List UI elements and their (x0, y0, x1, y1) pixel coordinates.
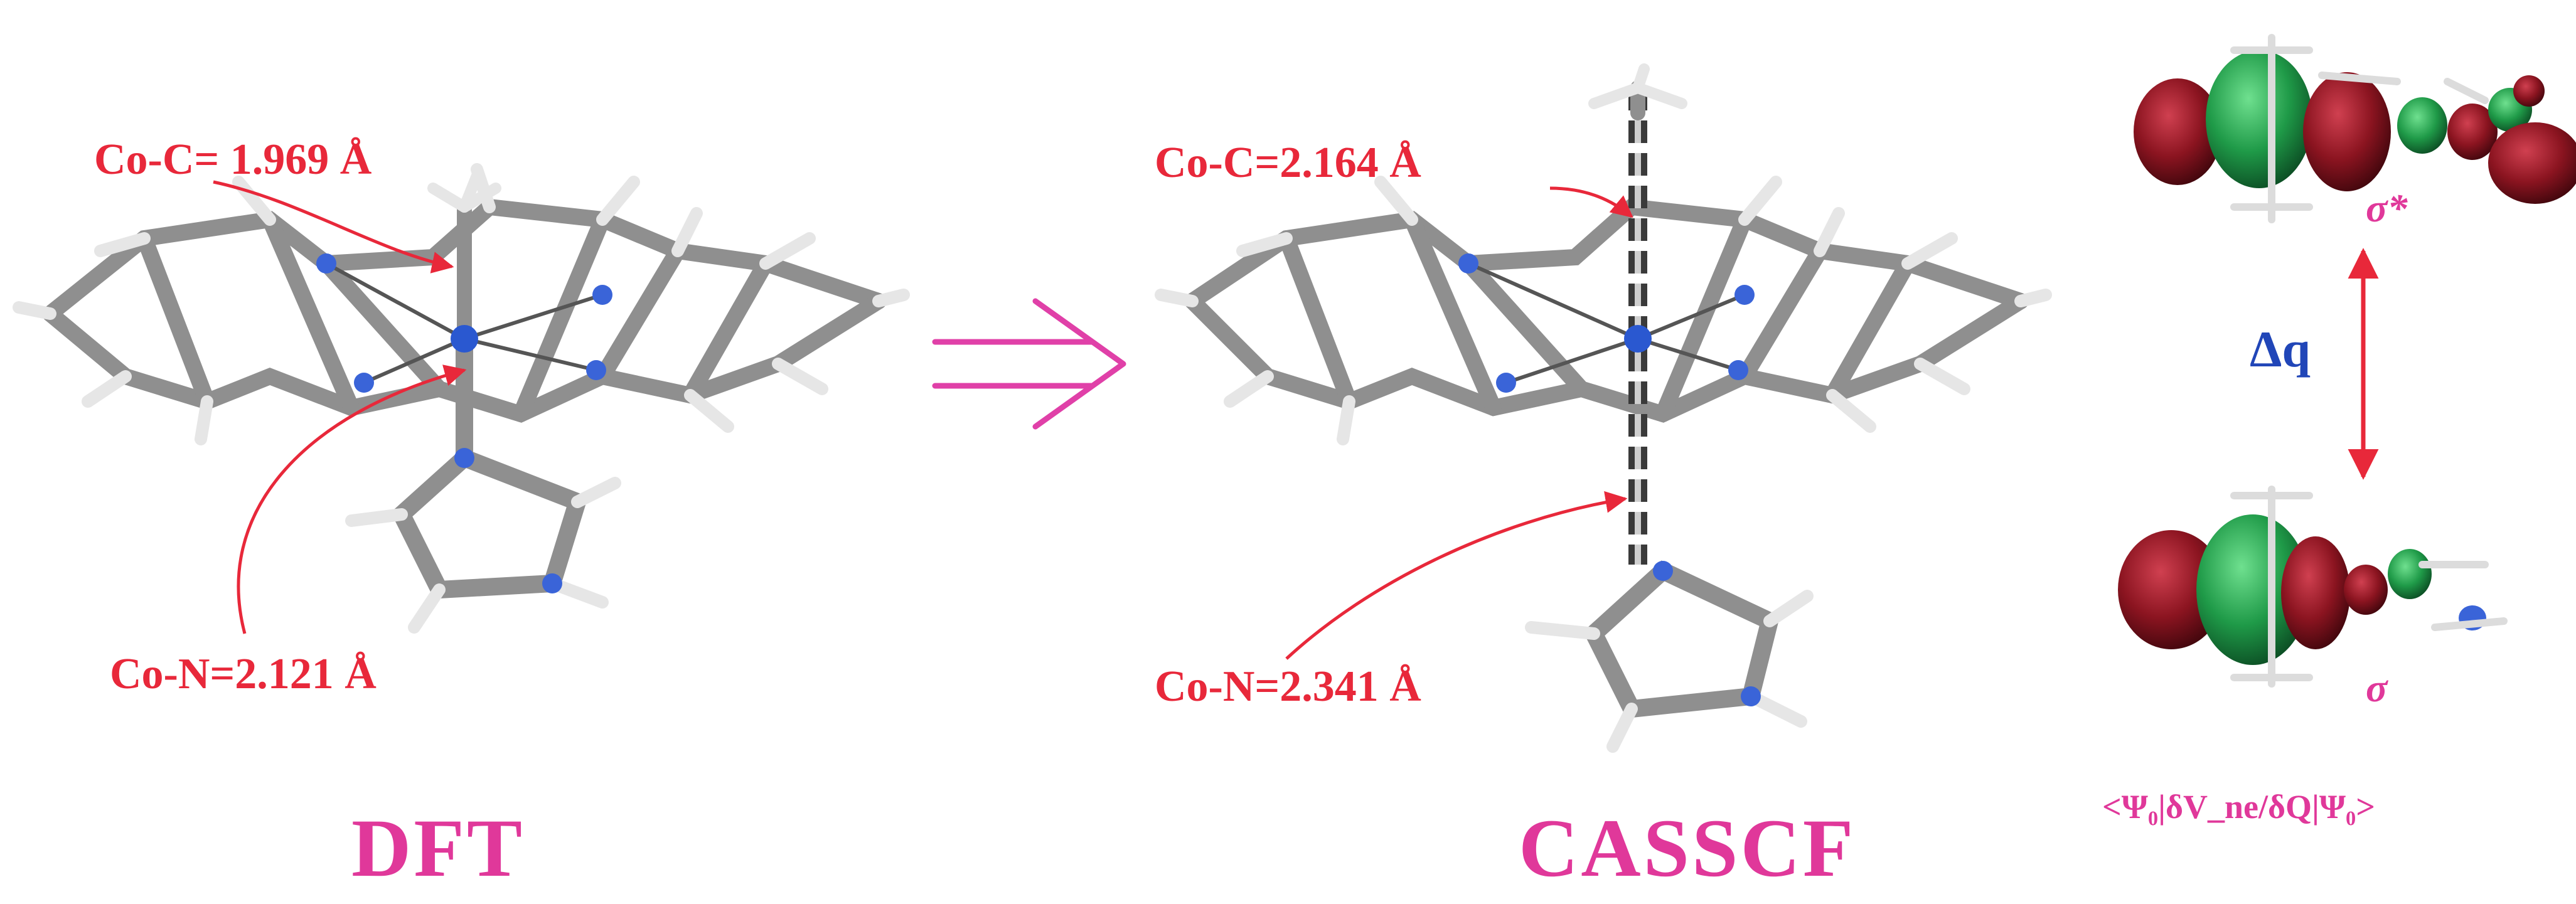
sigma-label: σ (2366, 666, 2388, 710)
sigma-orbital (2118, 486, 2508, 688)
casscf-molecule-structure (1155, 63, 2052, 753)
dft-co-c-label: Co-C= 1.969 Å (94, 136, 372, 184)
matrix-element-label: <Ψ₀|δV_ne/δQ|Ψ₀> (2102, 788, 2375, 826)
delta-q-label: Δq (2250, 321, 2311, 378)
dft-method-label: DFT (351, 802, 525, 894)
dft-co-n-arrow (237, 364, 467, 634)
casscf-co-n-arrow (1285, 491, 1628, 660)
sigma-star-label: σ* (2366, 186, 2408, 230)
sigma-star-orbital (2134, 34, 2576, 223)
dft-co-n-label: Co-N=2.121 Å (110, 650, 377, 698)
dft-co-c-arrow (213, 180, 454, 274)
casscf-co-n-label: Co-N=2.341 Å (1155, 662, 1421, 711)
casscf-co-c-label: Co-C=2.164 Å (1155, 139, 1421, 187)
dft-molecule-structure (13, 163, 910, 634)
casscf-method-label: CASSCF (1519, 802, 1856, 894)
transition-arrow (932, 298, 1126, 430)
casscf-co-c-arrow (1549, 186, 1633, 218)
